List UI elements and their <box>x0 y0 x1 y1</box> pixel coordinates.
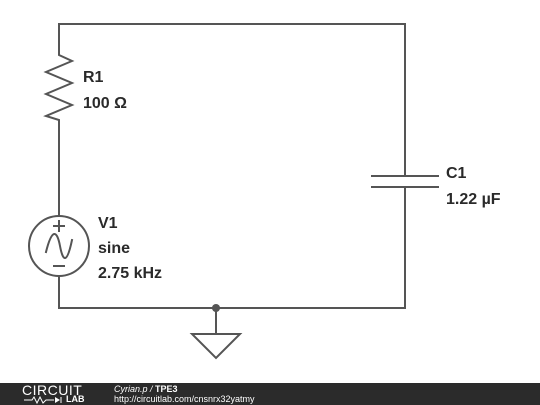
sine-wave-icon <box>44 233 74 259</box>
wire-bottom <box>58 187 406 309</box>
source-circle <box>28 215 90 277</box>
footer-credit-line: Cyrian.p / TPE3 <box>114 384 255 394</box>
footer-info: Cyrian.p / TPE3 http://circuitlab.com/cn… <box>114 384 255 404</box>
ground-icon[interactable] <box>189 333 243 360</box>
circuit-url[interactable]: http://circuitlab.com/cnsnrx32yatmy <box>114 394 255 404</box>
voltage-source-v1[interactable] <box>28 215 90 277</box>
logo-text-lab: LAB <box>66 394 85 404</box>
r1-value-label: 100 Ω <box>83 95 127 112</box>
circuit-schematic: R1 100 Ω C1 1.22 µF V1 sine 2.75 kHz <box>28 23 501 360</box>
circuitlab-logo[interactable]: CIRCUIT LAB <box>22 382 98 404</box>
wire-top <box>58 23 406 171</box>
v1-frequency-label: 2.75 kHz <box>98 265 162 282</box>
junction-dot <box>212 304 220 312</box>
c1-name-label: C1 <box>446 165 467 182</box>
c1-value-label: 1.22 µF <box>446 191 501 208</box>
circuit-title[interactable]: TPE3 <box>155 384 178 394</box>
separator: / <box>147 384 156 394</box>
v1-name-label: V1 <box>98 215 118 232</box>
logo-resistor-icon <box>24 396 62 404</box>
footer-bar: CIRCUIT LAB Cyrian.p / TPE3 http://circu… <box>0 383 540 405</box>
resistor-r1[interactable] <box>43 51 75 123</box>
author-name[interactable]: Cyrian.p <box>114 384 148 394</box>
capacitor-c1[interactable] <box>371 169 439 191</box>
wires <box>58 23 406 335</box>
logo-text-circuit: CIRCUIT <box>22 382 83 398</box>
v1-type-label: sine <box>98 240 130 257</box>
r1-name-label: R1 <box>83 69 104 86</box>
